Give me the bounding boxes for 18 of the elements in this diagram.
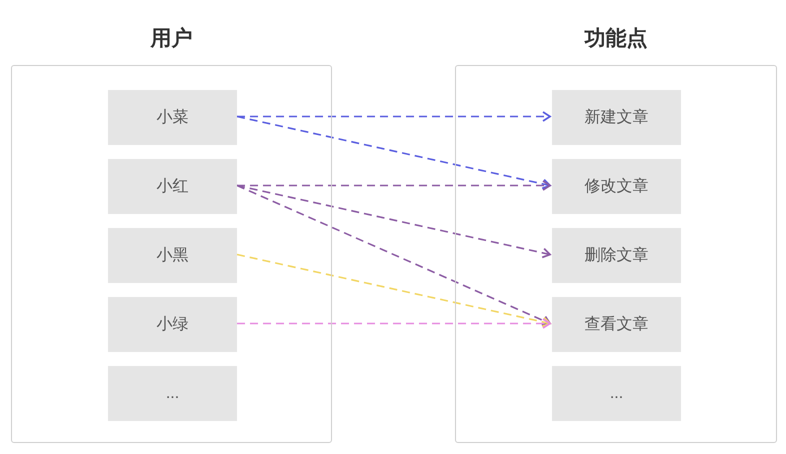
column-heading: 用户 [150, 26, 192, 52]
item-box: 小红 [108, 159, 237, 214]
dashed-arrow [236, 254, 551, 328]
dashed-arrow [236, 116, 551, 190]
item-box: 删除文章 [552, 228, 681, 283]
dashed-arrow [237, 318, 551, 329]
item-box: 修改文章 [552, 159, 681, 214]
item-box: 查看文章 [552, 297, 681, 352]
item-box: 小菜 [108, 90, 237, 145]
dashed-arrow [237, 180, 551, 191]
item-box: 新建文章 [552, 90, 681, 145]
item-box: 小绿 [108, 297, 237, 352]
item-box: ... [108, 366, 237, 421]
column-heading: 功能点 [584, 26, 648, 52]
item-box: 小黑 [108, 228, 237, 283]
dashed-arrow [237, 111, 551, 122]
item-box: ... [552, 366, 681, 421]
dashed-arrow [236, 184, 551, 326]
